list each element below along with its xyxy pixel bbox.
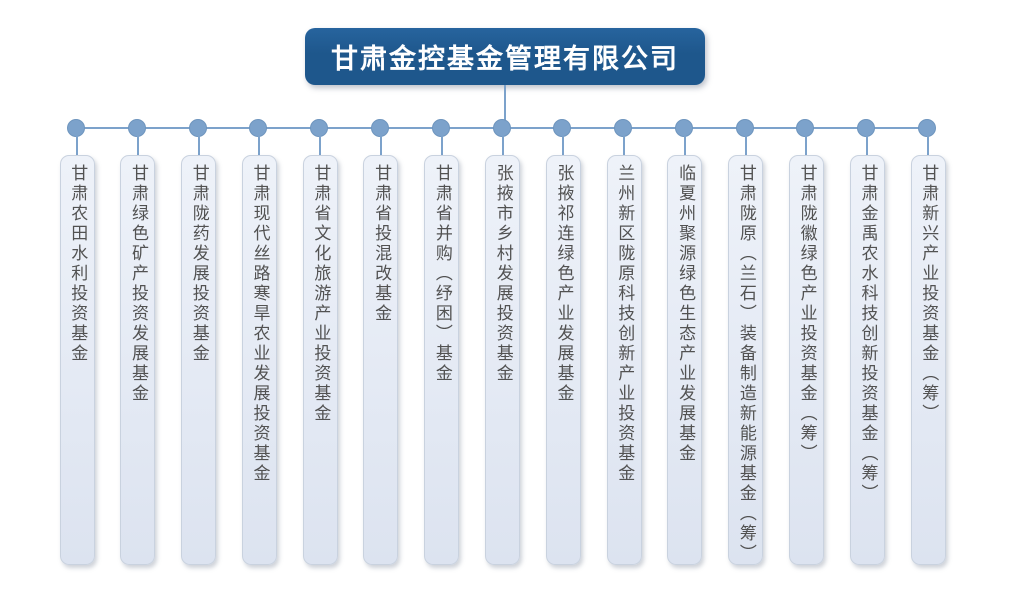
connector-stub xyxy=(744,128,747,155)
connector-stub xyxy=(136,128,139,155)
root-node: 甘肃金控基金管理有限公司 xyxy=(305,28,705,85)
fund-node-label: 甘肃陇徽绿色产业投资基金（筹） xyxy=(796,164,817,464)
root-node-label: 甘肃金控基金管理有限公司 xyxy=(331,44,679,75)
fund-node-label: 甘肃新兴产业投资基金（筹） xyxy=(918,164,939,424)
fund-node: 甘肃陇原（兰石）装备制造新能源基金（筹） xyxy=(728,155,764,565)
fund-node: 张掖市乡村发展投资基金 xyxy=(485,155,521,565)
fund-node: 兰州新区陇原科技创新产业投资基金 xyxy=(606,155,642,565)
fund-node: 甘肃陇药发展投资基金 xyxy=(181,155,217,565)
fund-node-label: 甘肃农田水利投资基金 xyxy=(67,164,88,364)
fund-node-label: 甘肃现代丝路寒旱农业发展投资基金 xyxy=(249,164,270,484)
connector-stub xyxy=(623,128,626,155)
connector-stub xyxy=(805,128,808,155)
fund-node: 甘肃绿色矿产投资发展基金 xyxy=(120,155,156,565)
fund-node: 甘肃省投混改基金 xyxy=(363,155,399,565)
connector-stub xyxy=(501,128,504,155)
fund-node: 甘肃陇徽绿色产业投资基金（筹） xyxy=(788,155,824,565)
fund-node-label: 甘肃省并购（纾困）基金 xyxy=(431,164,452,384)
fund-node-label: 甘肃陇药发展投资基金 xyxy=(188,164,209,364)
fund-node-label: 甘肃绿色矿产投资发展基金 xyxy=(127,164,148,404)
connector-stub xyxy=(562,128,565,155)
connector-stub xyxy=(197,128,200,155)
connector-stub xyxy=(927,128,930,155)
connector-stub xyxy=(319,128,322,155)
connector-stem xyxy=(504,85,506,128)
connector-stub xyxy=(866,128,869,155)
fund-node: 甘肃金禹农水科技创新投资基金（筹） xyxy=(849,155,885,565)
connector-stub xyxy=(258,128,261,155)
connector-stub xyxy=(76,128,78,155)
fund-node: 甘肃现代丝路寒旱农业发展投资基金 xyxy=(241,155,277,565)
connector-stub xyxy=(379,128,382,155)
fund-node-label: 临夏州聚源绿色生态产业发展基金 xyxy=(675,164,696,464)
fund-node-label: 张掖市乡村发展投资基金 xyxy=(492,164,513,384)
fund-node-label: 甘肃金禹农水科技创新投资基金（筹） xyxy=(857,164,878,504)
connector-stub xyxy=(440,128,443,155)
fund-node: 甘肃新兴产业投资基金（筹） xyxy=(910,155,946,565)
fund-node-label: 甘肃省投混改基金 xyxy=(371,164,392,324)
fund-node-label: 甘肃陇原（兰石）装备制造新能源基金（筹） xyxy=(735,164,756,564)
fund-node: 甘肃省并购（纾困）基金 xyxy=(424,155,460,565)
connector-stub xyxy=(683,128,686,155)
fund-node-label: 张掖祁连绿色产业发展基金 xyxy=(553,164,574,404)
fund-node-label: 甘肃省文化旅游产业投资基金 xyxy=(310,164,331,424)
fund-node-label: 兰州新区陇原科技创新产业投资基金 xyxy=(614,164,635,484)
fund-node: 临夏州聚源绿色生态产业发展基金 xyxy=(667,155,703,565)
fund-node: 甘肃省文化旅游产业投资基金 xyxy=(302,155,338,565)
fund-node: 张掖祁连绿色产业发展基金 xyxy=(545,155,581,565)
fund-node: 甘肃农田水利投资基金 xyxy=(59,155,95,565)
